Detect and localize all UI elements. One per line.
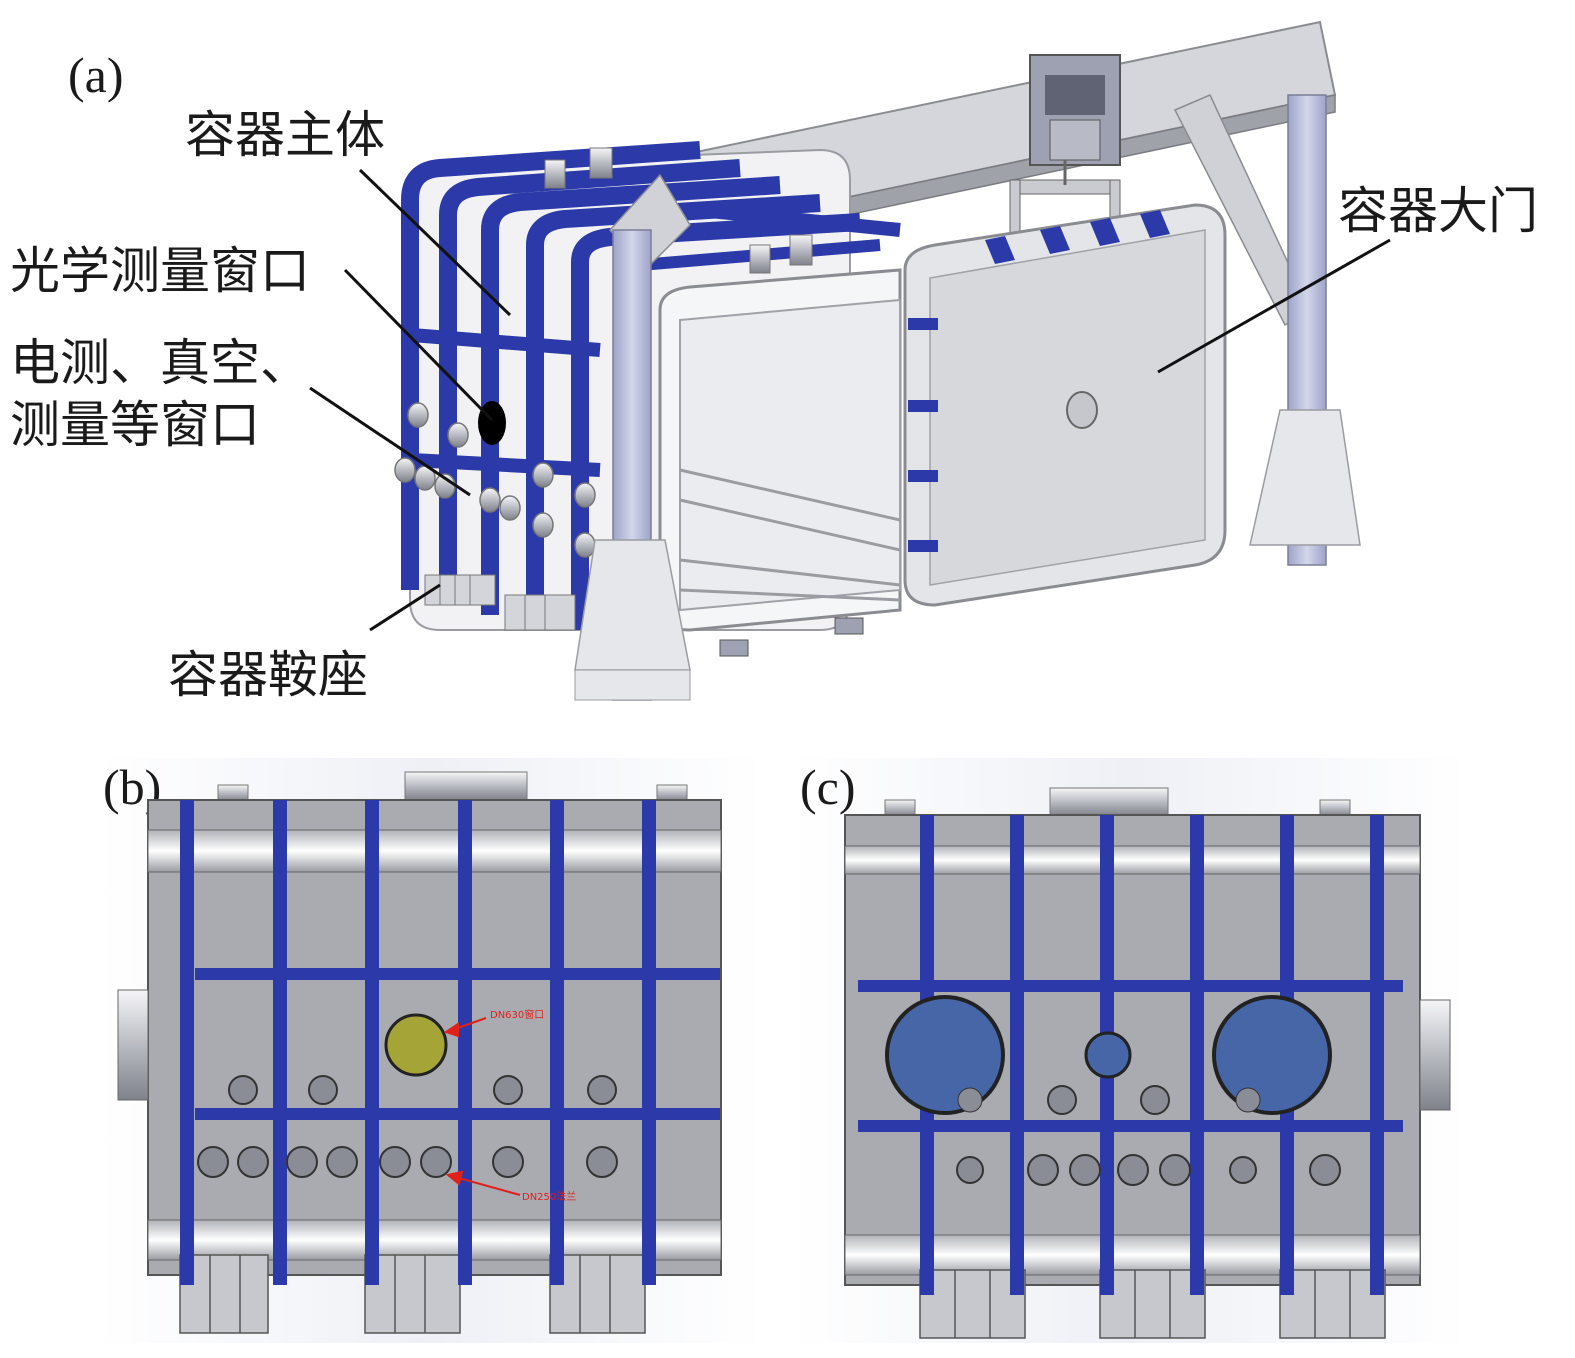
dn630-window-b	[384, 1013, 448, 1077]
ports-c	[956, 1085, 1341, 1186]
vessel-saddles	[424, 574, 576, 631]
ports-b	[197, 1075, 618, 1178]
optical-window	[478, 401, 506, 445]
panel-c: (c)	[790, 758, 1468, 1343]
panel-a-label: (a)	[68, 47, 124, 103]
panel-c-label: (c)	[800, 759, 856, 815]
small-window-center-c	[1084, 1031, 1132, 1079]
callout-door: 容器大门	[1338, 182, 1538, 240]
support-column-left	[574, 173, 691, 701]
vessel-door	[903, 203, 1227, 607]
callout-leaders	[309, 168, 1391, 632]
support-column-right	[1173, 94, 1361, 566]
large-window-right-c	[1212, 995, 1332, 1115]
callout-optical-window: 光学测量窗口	[10, 242, 310, 300]
note-dn630: DN630窗口	[490, 1008, 544, 1021]
panel-b: (b)	[98, 758, 763, 1343]
callout-main-body: 容器主体	[185, 106, 385, 164]
callout-saddle: 容器鞍座	[168, 646, 368, 704]
large-window-left-c	[885, 995, 1005, 1115]
callout-electrical-line1: 电测、真空、	[10, 334, 310, 392]
callout-electrical-line2: 测量等窗口	[10, 396, 260, 454]
vessel-open-frame	[658, 268, 902, 657]
note-dn250: DN250法兰	[522, 1190, 576, 1203]
panel-a: (a)	[10, 20, 1538, 704]
